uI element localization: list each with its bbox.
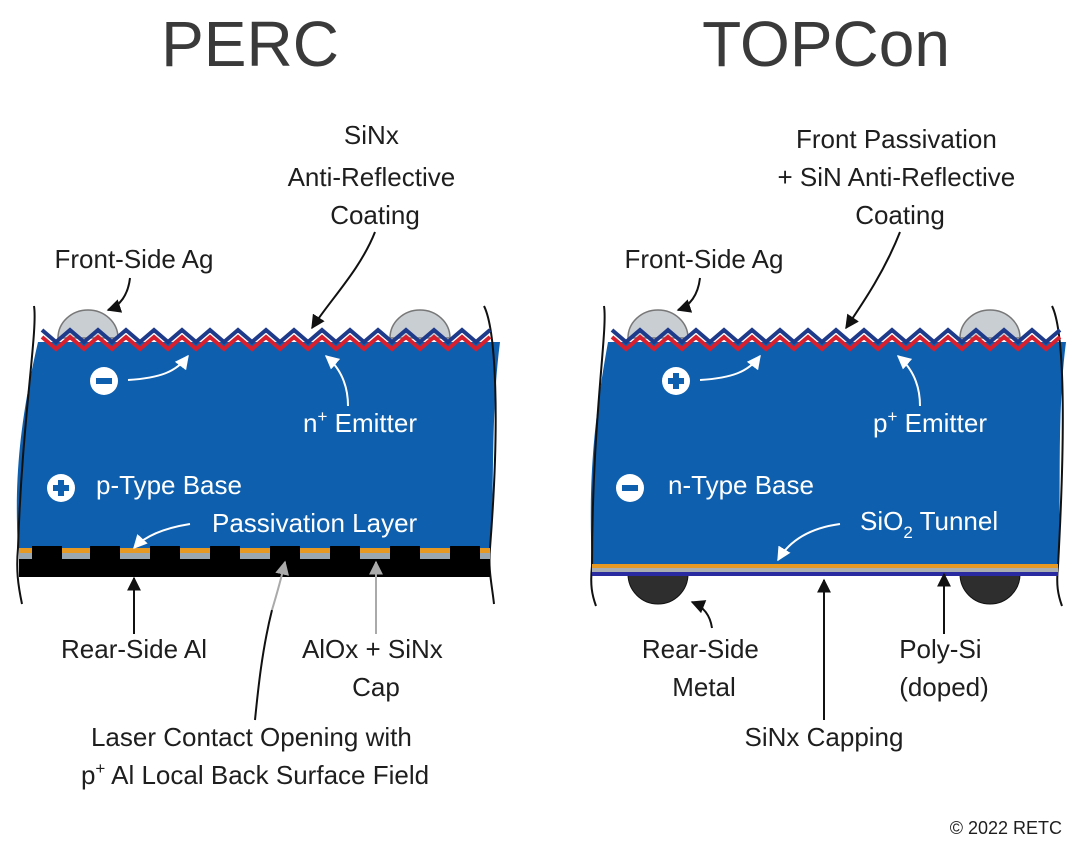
perc-silicon-base bbox=[16, 342, 500, 548]
perc-passivation-label: Passivation Layer bbox=[212, 508, 418, 538]
perc-arc-arrow bbox=[311, 231, 376, 330]
perc-minus-arrow bbox=[127, 354, 189, 381]
topcon-arc-label: Front Passivation + SiN Anti-Reflective … bbox=[778, 124, 1023, 230]
topcon-panel: TOPCon Front Passivation + SiN Anti-Refl… bbox=[590, 8, 1066, 752]
perc-passivation-arrow bbox=[133, 523, 191, 550]
topcon-silicon-base bbox=[590, 342, 1066, 566]
copyright-text: © 2022 RETC bbox=[950, 818, 1062, 838]
perc-rear-aluminum bbox=[19, 559, 490, 577]
topcon-polysi-layer bbox=[592, 568, 1058, 572]
minus-icon bbox=[90, 367, 118, 395]
topcon-emitter-arrow bbox=[896, 355, 921, 407]
topcon-front-ag-label: Front-Side Ag bbox=[625, 244, 784, 274]
perc-front-ag-arrow bbox=[106, 277, 131, 313]
topcon-tunnel-label: SiO2 Tunnel bbox=[860, 506, 998, 542]
topcon-sinx-layer bbox=[592, 572, 1058, 576]
topcon-sio2-tunnel-layer bbox=[592, 564, 1058, 568]
perc-arc-label: SiNx Anti-Reflective Coating bbox=[288, 120, 463, 230]
topcon-rear-metal-arrow bbox=[690, 600, 713, 629]
topcon-arc-zigzag bbox=[610, 327, 1062, 345]
topcon-polysi-label: Poly-Si (doped) bbox=[899, 634, 989, 702]
topcon-emitter-label: p+ Emitter bbox=[873, 407, 987, 438]
perc-emitter-label: n+ Emitter bbox=[303, 407, 417, 438]
minus-icon bbox=[616, 474, 644, 502]
perc-emitter-zigzag bbox=[40, 334, 492, 352]
perc-passivation-layer bbox=[19, 548, 490, 553]
topcon-arc-arrow bbox=[845, 231, 901, 330]
plus-icon bbox=[662, 367, 690, 395]
plus-icon bbox=[47, 474, 75, 502]
topcon-rear-metal-label: Rear-Side Metal bbox=[642, 634, 766, 702]
perc-emitter-arrow bbox=[324, 355, 349, 407]
topcon-rear-metal-right bbox=[959, 573, 1021, 605]
perc-title: PERC bbox=[161, 8, 339, 80]
topcon-emitter-zigzag bbox=[610, 334, 1062, 352]
topcon-tunnel-arrow bbox=[777, 523, 841, 562]
topcon-sinx-label: SiNx Capping bbox=[745, 722, 904, 752]
topcon-plus-arrow bbox=[699, 354, 761, 381]
perc-laser-arrow-upper bbox=[271, 560, 289, 611]
perc-base-label: p-Type Base bbox=[96, 470, 242, 500]
topcon-base-label: n-Type Base bbox=[668, 470, 814, 500]
perc-left-edge bbox=[16, 305, 36, 605]
topcon-left-edge bbox=[590, 305, 606, 607]
perc-laser-arrow-lower bbox=[254, 609, 273, 721]
perc-alox-label: AlOx + SiNx Cap bbox=[302, 634, 450, 702]
perc-rear-al-label: Rear-Side Al bbox=[61, 634, 207, 664]
topcon-title: TOPCon bbox=[702, 8, 950, 80]
perc-panel: PERC bbox=[16, 8, 500, 790]
perc-laser-label: Laser Contact Opening with p+ Al Local B… bbox=[81, 722, 429, 790]
perc-arc-zigzag bbox=[40, 327, 492, 345]
perc-right-edge bbox=[483, 305, 497, 605]
topcon-front-ag-arrow bbox=[676, 277, 701, 313]
perc-alox-layer bbox=[19, 553, 490, 559]
perc-laser-openings bbox=[32, 546, 480, 560]
topcon-rear-metal-left bbox=[627, 573, 689, 605]
perc-front-ag-label: Front-Side Ag bbox=[55, 244, 214, 274]
